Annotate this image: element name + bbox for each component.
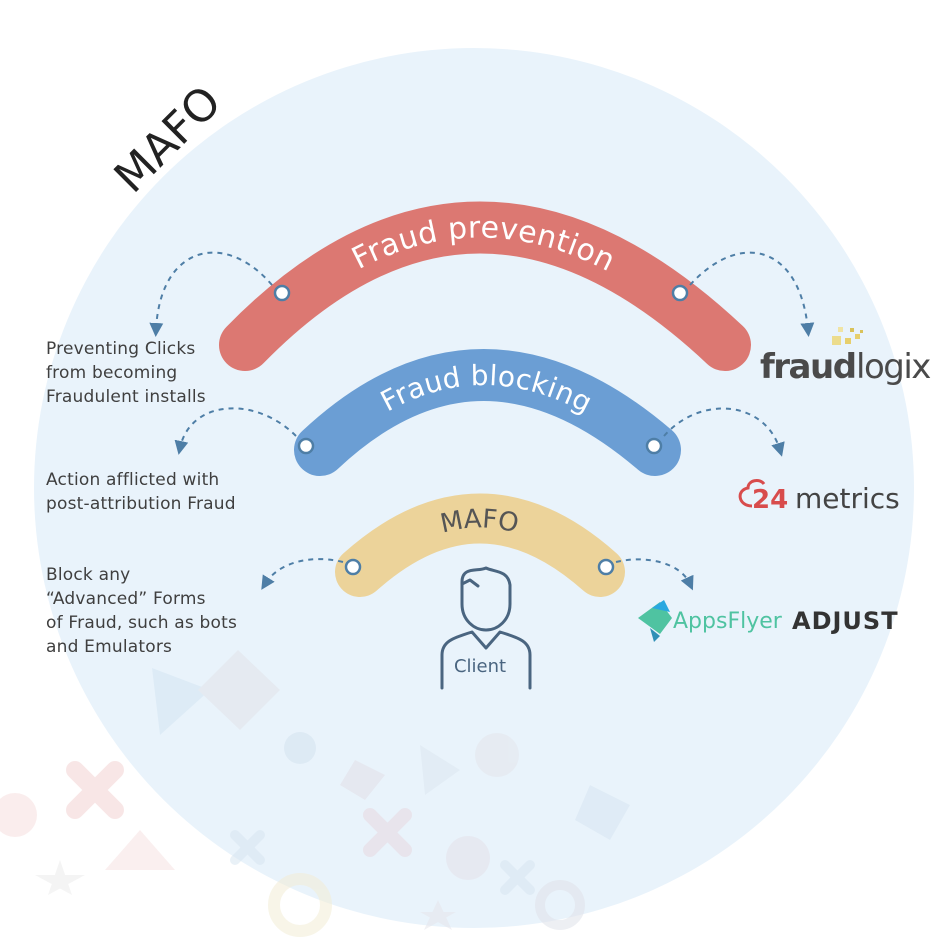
svg-text:24: 24 <box>752 485 788 515</box>
dashed-arrows <box>149 251 815 591</box>
mafo-description: Block any “Advanced” Forms of Fraud, suc… <box>46 565 238 657</box>
client-label: Client <box>454 656 506 677</box>
adjust-logo: ADJUST <box>792 607 899 635</box>
mafo-arc <box>335 493 625 597</box>
mafo-arc-label: MAFO <box>438 504 523 539</box>
fraud-prevention-description: Preventing Clicks from becoming Fraudule… <box>46 339 206 407</box>
appsflyer-logo: AppsFlyer <box>638 600 783 642</box>
arc-connection-dots <box>273 284 689 576</box>
client-icon <box>440 566 532 690</box>
svg-text:metrics: metrics <box>795 482 900 515</box>
cloud-icon <box>738 479 766 508</box>
svg-text:logix: logix <box>856 347 931 387</box>
svg-text:fraud: fraud <box>760 347 856 387</box>
24metrics-logo: 24 metrics <box>738 479 900 515</box>
fraud-prevention-arc <box>219 201 751 371</box>
decorative-shapes <box>0 650 630 937</box>
fraud-blocking-description: Action afflicted with post-attribution F… <box>46 470 236 514</box>
svg-text:AppsFlyer: AppsFlyer <box>673 609 783 634</box>
fraudlogix-logo: fraud logix <box>760 327 933 387</box>
fraud-blocking-arc <box>294 349 681 476</box>
